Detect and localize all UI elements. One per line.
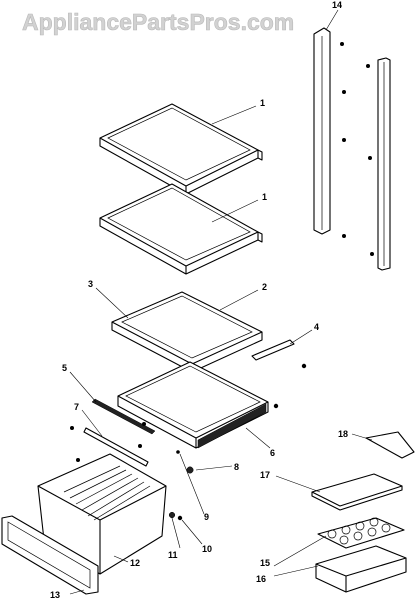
- egg-tray-lid: [311, 473, 403, 511]
- egg-container: [315, 545, 407, 593]
- leader-lines: [69, 9, 373, 595]
- callout-11: 11: [168, 550, 178, 560]
- callout-1-lower: 1: [262, 192, 267, 202]
- egg-tray: [317, 517, 405, 549]
- cover-support-rail: [251, 339, 307, 369]
- callout-2: 2: [262, 282, 267, 292]
- crisper-pan: [37, 453, 167, 575]
- callout-3: 3: [88, 279, 93, 289]
- slide-rail-lower: [70, 422, 149, 488]
- crisper-cover-frame: [111, 291, 263, 373]
- hardware-bits: [168, 450, 194, 521]
- callout-18: 18: [338, 429, 348, 439]
- glass-shelf-upper: [99, 103, 263, 195]
- callout-7: 7: [74, 402, 79, 412]
- callout-5: 5: [62, 363, 67, 373]
- callout-10: 10: [202, 544, 212, 554]
- shelf-ladder: [313, 27, 391, 271]
- callout-16: 16: [256, 574, 266, 584]
- callout-12: 12: [130, 558, 140, 568]
- callout-17: 17: [260, 470, 270, 480]
- watermark: AppliancePartsPros.com: [22, 9, 294, 35]
- callout-9: 9: [204, 512, 209, 522]
- crisper-pan-front: [1, 515, 99, 595]
- egg-bin: [365, 431, 415, 459]
- callout-4: 4: [314, 322, 319, 332]
- callout-15: 15: [260, 558, 270, 568]
- callout-14: 14: [332, 0, 342, 10]
- glass-shelf-lower: [99, 183, 263, 275]
- callout-numbers: 1 1 2 3 4 5 6 7 8 9 10 11 12 13 14 15 16…: [50, 0, 348, 600]
- callout-6: 6: [270, 448, 275, 458]
- crisper-housing: [117, 361, 279, 449]
- callout-1-upper: 1: [260, 98, 265, 108]
- callout-13: 13: [50, 590, 60, 600]
- callout-8: 8: [234, 462, 239, 472]
